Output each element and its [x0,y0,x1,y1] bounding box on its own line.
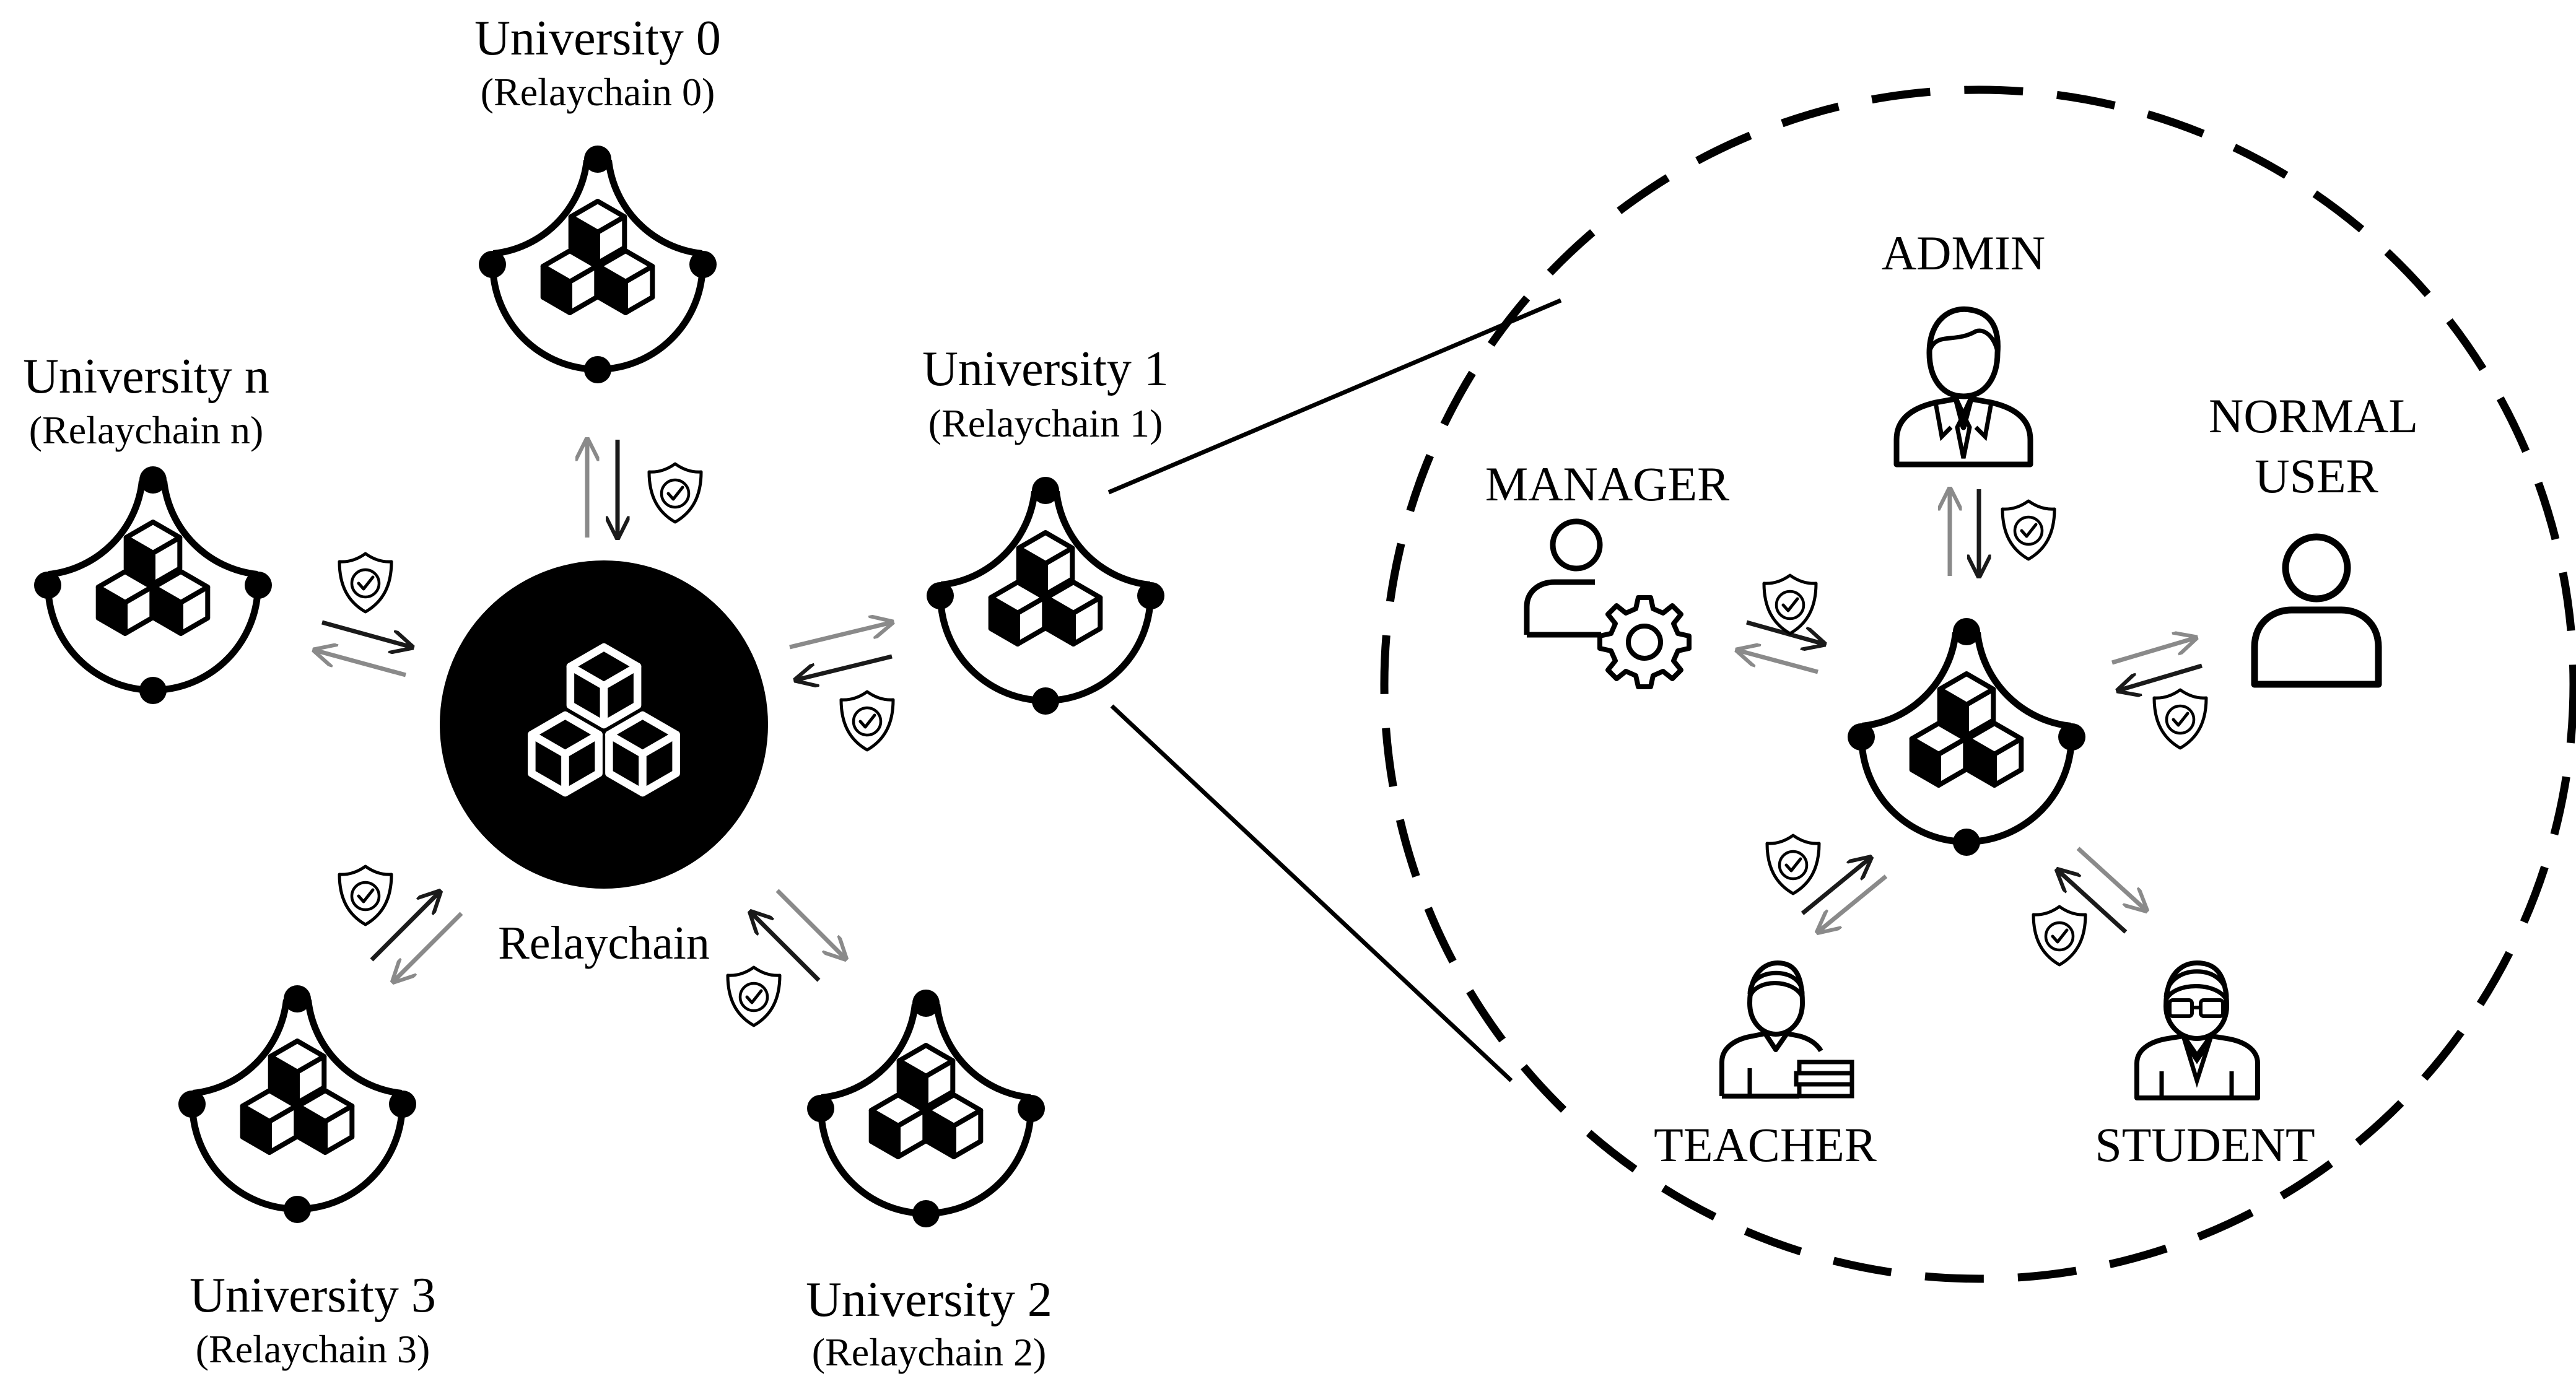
verified-shield-icon [1764,575,1816,634]
zoom-connector [1107,298,1562,1082]
normal-user-label-line1: NORMAL [2209,389,2418,443]
zoom-detail-circle [1380,85,2576,1283]
verified-shield-icon [2002,501,2054,559]
blockchain-cubes-icon [479,146,717,383]
university-2-chain: (Relaychain 2) [812,1330,1047,1374]
university-0-chain: (Relaychain 0) [481,70,715,114]
detail-university-node[interactable] [1848,618,2085,856]
exchange-u3-hub [339,866,463,982]
hub-label: Relaychain [498,917,710,969]
student-glasses-icon[interactable] [2134,960,2260,1100]
exchange-manager-node [1737,575,1824,674]
university-1-name: University 1 [922,342,1169,396]
teacher-books-icon[interactable] [1719,960,1854,1099]
blockchain-cubes-icon [927,477,1164,715]
blockchain-cubes-icon [178,985,416,1223]
exchange-u2-hub [728,889,845,1025]
university-node-3[interactable] [178,985,416,1223]
blockchain-cubes-icon [34,466,272,704]
university-n-name: University n [23,349,269,404]
verified-shield-icon [339,866,391,925]
exchange-teacher-node [1767,835,1888,932]
university-node-1[interactable] [927,477,1164,715]
user-outline-icon[interactable] [2251,533,2382,688]
university-node-2[interactable] [807,990,1045,1227]
manager-label: MANAGER [1485,457,1729,511]
verified-shield-icon [2154,690,2206,748]
verified-shield-icon [339,554,391,612]
university-2-name: University 2 [806,1273,1052,1327]
exchange-u1-hub [789,622,893,750]
university-n-chain: (Relaychain n) [29,408,264,452]
user-gear-icon[interactable] [1524,518,1692,689]
exchange-un-hub [315,554,412,677]
admin-label: ADMIN [1882,226,2045,280]
university-node-n[interactable] [34,466,272,704]
normal-user-label-line2: USER [2255,449,2378,503]
university-3-chain: (Relaychain 3) [196,1327,430,1371]
relaychain-hub[interactable] [440,560,768,889]
verified-shield-icon [649,464,701,522]
businessman-icon[interactable] [1893,306,2033,468]
verified-shield-icon [1767,835,1819,894]
blockchain-cubes-icon [807,990,1045,1227]
exchange-student-node [2033,847,2146,965]
verified-shield-icon [2033,907,2085,965]
university-3-name: University 3 [190,1268,436,1323]
exchange-normaluser-node [2111,638,2206,748]
verified-shield-icon [841,692,893,750]
student-label: STUDENT [2095,1118,2315,1172]
teacher-label: TEACHER [1654,1118,1877,1172]
university-0-name: University 0 [474,11,721,66]
exchange-u0-hub [587,440,701,538]
verified-shield-icon [728,967,780,1025]
blockchain-cubes-icon [1848,618,2085,856]
university-node-0[interactable] [479,146,717,383]
exchange-admin-node [1950,489,2054,576]
university-1-chain: (Relaychain 1) [928,401,1163,445]
